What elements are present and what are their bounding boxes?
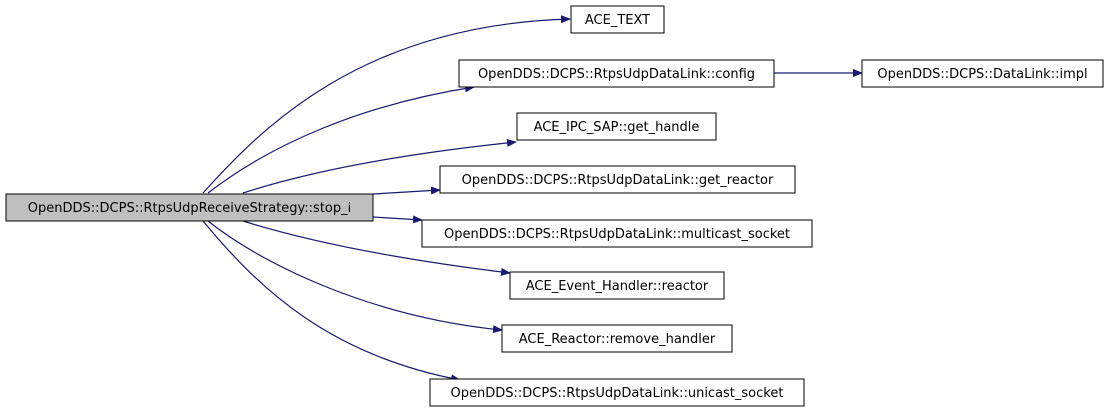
edge-root-to-config <box>207 84 475 194</box>
edge-root-to-get-reactor <box>372 186 441 195</box>
node-ace-text[interactable]: ACE_TEXT <box>570 5 665 34</box>
node-config-label: OpenDDS::DCPS::RtpsUdpDataLink::config <box>478 67 755 82</box>
node-unicast-socket[interactable]: OpenDDS::DCPS::RtpsUdpDataLink::unicast_… <box>429 378 805 407</box>
edge-root-to-ace-text <box>202 15 571 194</box>
node-root-label: OpenDDS::DCPS::RtpsUdpReceiveStrategy::s… <box>28 201 351 216</box>
node-impl-label: OpenDDS::DCPS::DataLink::impl <box>877 67 1087 82</box>
edge-root-to-multicast-socket <box>372 215 423 224</box>
node-multicast-socket-box <box>421 219 813 248</box>
node-get-reactor-box <box>439 165 796 194</box>
edge-root-to-get-handle <box>242 138 517 194</box>
edge-root-to-unicast-socket <box>202 220 461 383</box>
edge-root-to-remove-handler <box>207 220 503 334</box>
edge-root-to-reactor <box>242 220 511 276</box>
node-get-handle-label: ACE_IPC_SAP::get_handle <box>534 120 700 135</box>
node-config[interactable]: OpenDDS::DCPS::RtpsUdpDataLink::config <box>458 59 775 88</box>
node-reactor[interactable]: ACE_Event_Handler::reactor <box>509 271 725 300</box>
edges <box>202 15 863 383</box>
node-config-box <box>458 59 775 88</box>
node-reactor-box <box>509 271 725 300</box>
node-remove-handler-box <box>501 324 733 353</box>
node-ace-text-box <box>570 5 665 34</box>
node-ace-text-label: ACE_TEXT <box>585 13 650 28</box>
node-unicast-socket-box <box>429 378 805 407</box>
node-get-reactor-label: OpenDDS::DCPS::RtpsUdpDataLink::get_reac… <box>462 173 774 188</box>
node-unicast-socket-label: OpenDDS::DCPS::RtpsUdpDataLink::unicast_… <box>451 386 784 401</box>
node-reactor-label: ACE_Event_Handler::reactor <box>526 279 709 294</box>
node-root[interactable]: OpenDDS::DCPS::RtpsUdpReceiveStrategy::s… <box>5 193 374 222</box>
node-remove-handler[interactable]: ACE_Reactor::remove_handler <box>501 324 733 353</box>
node-impl-box <box>861 59 1104 88</box>
node-get-handle-box <box>516 112 717 141</box>
node-impl[interactable]: OpenDDS::DCPS::DataLink::impl <box>861 59 1104 88</box>
node-multicast-socket-label: OpenDDS::DCPS::RtpsUdpDataLink::multicas… <box>444 227 790 242</box>
node-get-reactor[interactable]: OpenDDS::DCPS::RtpsUdpDataLink::get_reac… <box>439 165 796 194</box>
node-get-handle[interactable]: ACE_IPC_SAP::get_handle <box>516 112 717 141</box>
node-remove-handler-label: ACE_Reactor::remove_handler <box>519 332 716 347</box>
node-root-box <box>5 193 374 222</box>
node-multicast-socket[interactable]: OpenDDS::DCPS::RtpsUdpDataLink::multicas… <box>421 219 813 248</box>
